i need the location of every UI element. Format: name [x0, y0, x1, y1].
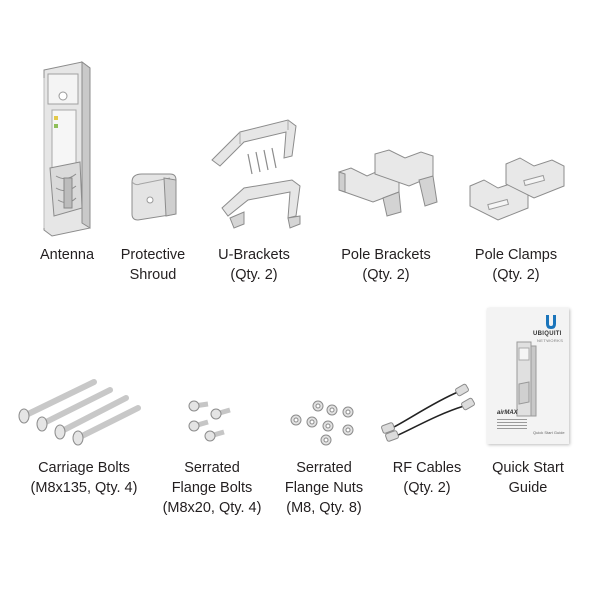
- caption-line: U-Brackets: [218, 247, 290, 263]
- caption-quick-start-guide: Quick Start Guide: [492, 458, 564, 498]
- caption-line: Quick Start: [492, 460, 564, 476]
- caption-carriage-bolts: Carriage Bolts (M8x135, Qty. 4): [31, 458, 138, 498]
- caption-line: Carriage Bolts: [38, 460, 130, 476]
- caption-rf-cables: RF Cables (Qty. 2): [393, 458, 462, 498]
- pole-clamps-image: [469, 157, 565, 221]
- caption-line: (Qty. 2): [403, 480, 451, 496]
- caption-line: Flange Bolts: [171, 480, 253, 496]
- guide-product: airMAX: [497, 410, 518, 416]
- caption-line: RF Cables: [392, 460, 462, 476]
- caption-line: Shroud: [129, 267, 177, 283]
- caption-protective-shroud: Protective Shroud: [121, 245, 185, 285]
- antenna-image: [43, 61, 91, 237]
- caption-serrated-flange-nuts: Serrated Flange Nuts (M8, Qty. 8): [285, 458, 363, 518]
- caption-antenna: Antenna: [40, 245, 94, 265]
- caption-line: Pole Brackets: [341, 247, 431, 263]
- caption-serrated-flange-bolts: Serrated Flange Bolts (M8x20, Qty. 4): [163, 458, 262, 518]
- caption-line: (Qty. 2): [230, 267, 278, 283]
- rf-cables-image: [381, 383, 475, 442]
- caption-line: (M8x135, Qty. 4): [30, 480, 138, 496]
- caption-pole-clamps: Pole Clamps (Qty. 2): [475, 245, 557, 285]
- caption-u-brackets: U-Brackets (Qty. 2): [218, 245, 290, 285]
- guide-fine-print: [497, 419, 527, 429]
- caption-line: (Qty. 2): [362, 267, 410, 283]
- quick-start-guide-image: UBIQUITI NETWORKS airMAX Quick Start Gui…: [487, 308, 569, 444]
- u-brackets-image: [211, 119, 301, 229]
- ubiquiti-logo-icon: [546, 315, 556, 329]
- pole-brackets-image: [338, 149, 438, 217]
- caption-line: (M8, Qty. 8): [286, 500, 362, 516]
- caption-line: Guide: [508, 480, 548, 496]
- caption-line: Pole Clamps: [474, 247, 558, 263]
- caption-line: Serrated: [296, 460, 352, 476]
- guide-footer: Quick Start Guide: [533, 430, 565, 435]
- guide-brand: UBIQUITI: [533, 331, 562, 337]
- caption-line: Serrated: [184, 460, 240, 476]
- caption-line: Antenna: [39, 247, 95, 263]
- serrated-flange-nuts-image: [290, 400, 354, 446]
- carriage-bolts-image: [18, 379, 141, 446]
- serrated-flange-bolts-image: [188, 400, 231, 442]
- caption-line: (Qty. 2): [492, 267, 540, 283]
- guide-brand-sub: NETWORKS: [537, 338, 564, 343]
- guide-antenna-illustration: [516, 341, 537, 417]
- protective-shroud-image: [131, 173, 177, 221]
- caption-line: (M8x20, Qty. 4): [162, 500, 262, 516]
- caption-line: Protective: [120, 247, 186, 263]
- caption-line: Flange Nuts: [284, 480, 364, 496]
- caption-pole-brackets: Pole Brackets (Qty. 2): [341, 245, 430, 285]
